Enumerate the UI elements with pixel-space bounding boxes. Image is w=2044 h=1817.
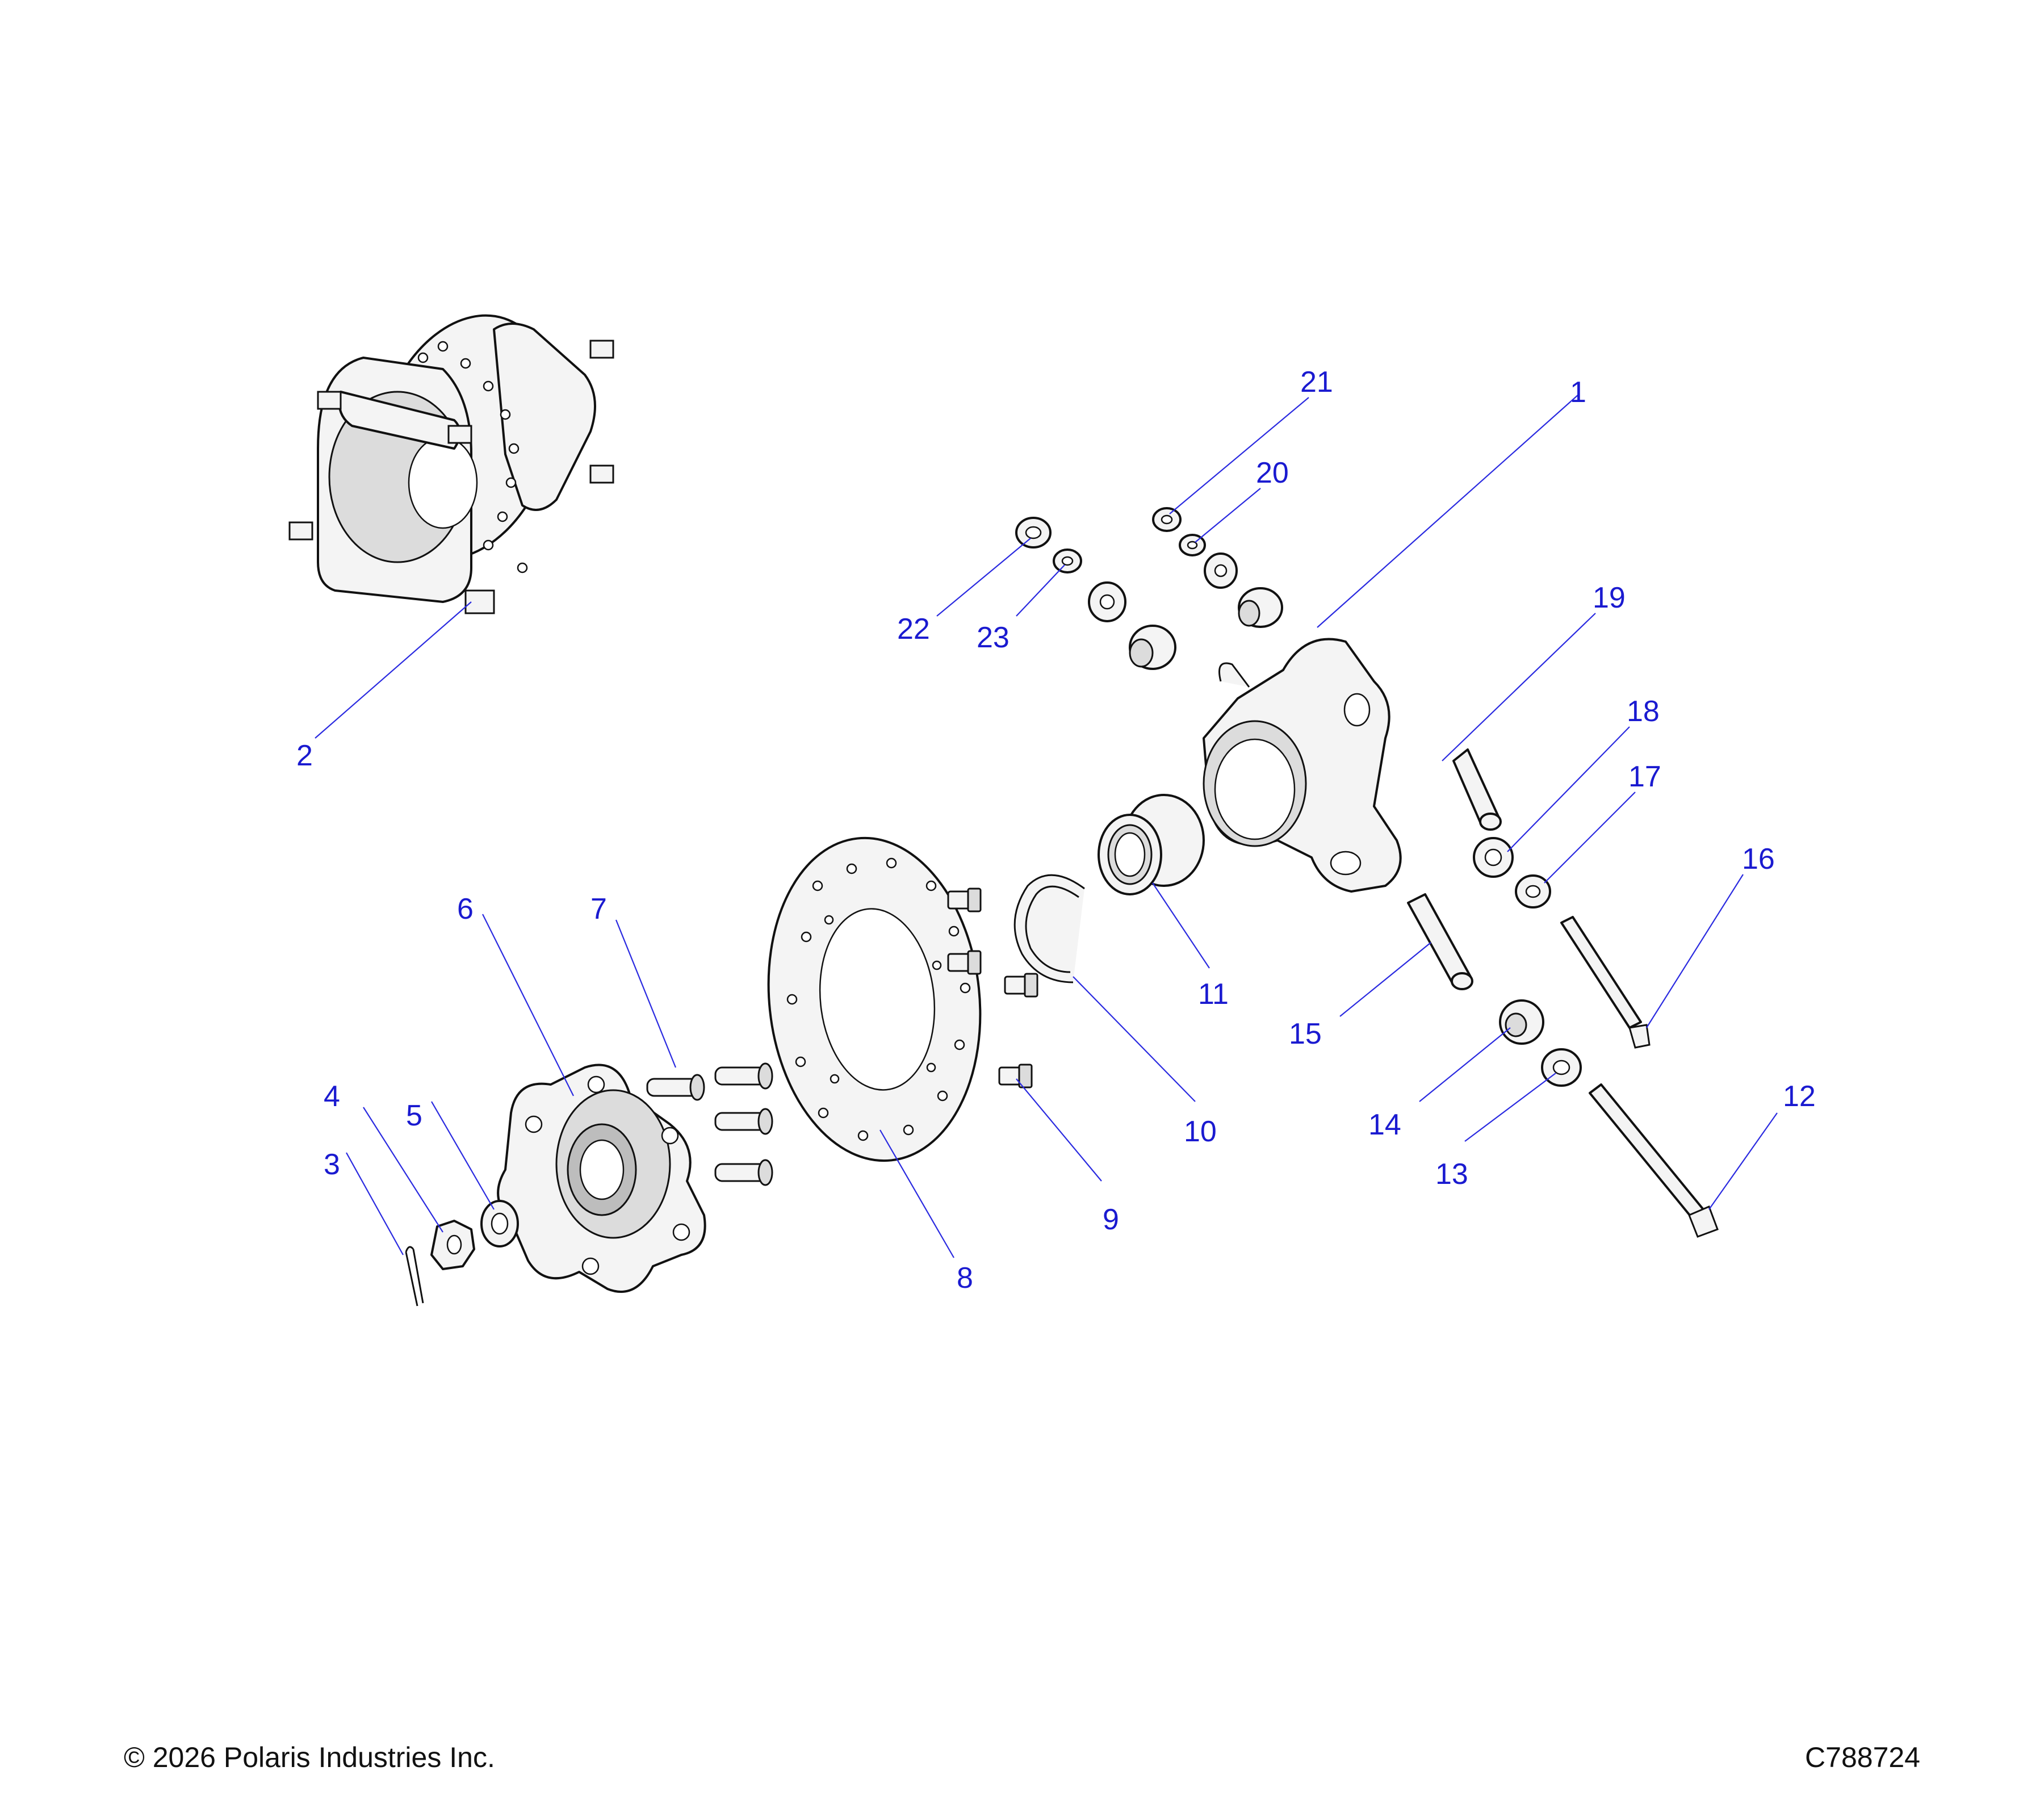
brake-rotor-illustration xyxy=(767,836,982,1162)
drawing-number: C788724 xyxy=(1805,1741,1920,1773)
rotor-vent-holes xyxy=(786,857,971,1141)
copyright-notice: © 2026 Polaris Industries Inc. xyxy=(124,1741,495,1773)
callout-11: 11 xyxy=(1198,978,1229,1011)
castle-nut-illustration xyxy=(430,1220,475,1270)
callout-8: 8 xyxy=(957,1262,973,1295)
callout-14: 14 xyxy=(1368,1108,1401,1141)
callout-22: 22 xyxy=(897,613,930,646)
callout-20: 20 xyxy=(1256,457,1289,489)
callout-18: 18 xyxy=(1627,695,1660,728)
callout-2: 2 xyxy=(296,739,313,772)
knuckle-illustration xyxy=(1203,638,1402,893)
callout-23: 23 xyxy=(977,621,1010,654)
rotor-screws xyxy=(947,887,1038,1088)
callout-6: 6 xyxy=(457,893,474,926)
callout-13: 13 xyxy=(1435,1158,1468,1191)
callout-19: 19 xyxy=(1593,581,1626,614)
callout-7: 7 xyxy=(590,893,607,926)
rotor-holes xyxy=(417,341,528,573)
callout-21: 21 xyxy=(1300,366,1333,399)
leader-lines xyxy=(315,394,1778,1258)
callout-16: 16 xyxy=(1742,843,1775,876)
lower-spacers-and-bolts xyxy=(1407,748,1719,1238)
cotter-pin-illustration xyxy=(405,1246,424,1307)
assembled-hub-illustration xyxy=(288,314,614,614)
callout-10: 10 xyxy=(1184,1115,1217,1148)
snap-ring-illustration xyxy=(1013,874,1085,983)
bearing-illustration xyxy=(1098,794,1205,895)
callout-3: 3 xyxy=(324,1148,340,1181)
hub-illustration xyxy=(497,1064,706,1293)
callout-12: 12 xyxy=(1783,1080,1816,1113)
callout-15: 15 xyxy=(1289,1018,1322,1050)
callout-5: 5 xyxy=(406,1099,422,1132)
wheel-studs xyxy=(646,1062,773,1186)
upper-bushings xyxy=(1015,507,1283,670)
callout-labels: 1 2 3 4 5 6 7 8 9 10 11 12 13 14 15 16 1… xyxy=(296,366,1816,1295)
callout-4: 4 xyxy=(324,1080,340,1113)
callout-17: 17 xyxy=(1628,760,1661,793)
callout-9: 9 xyxy=(1103,1203,1119,1236)
washer-illustration xyxy=(480,1200,519,1247)
callout-1: 1 xyxy=(1570,376,1586,409)
